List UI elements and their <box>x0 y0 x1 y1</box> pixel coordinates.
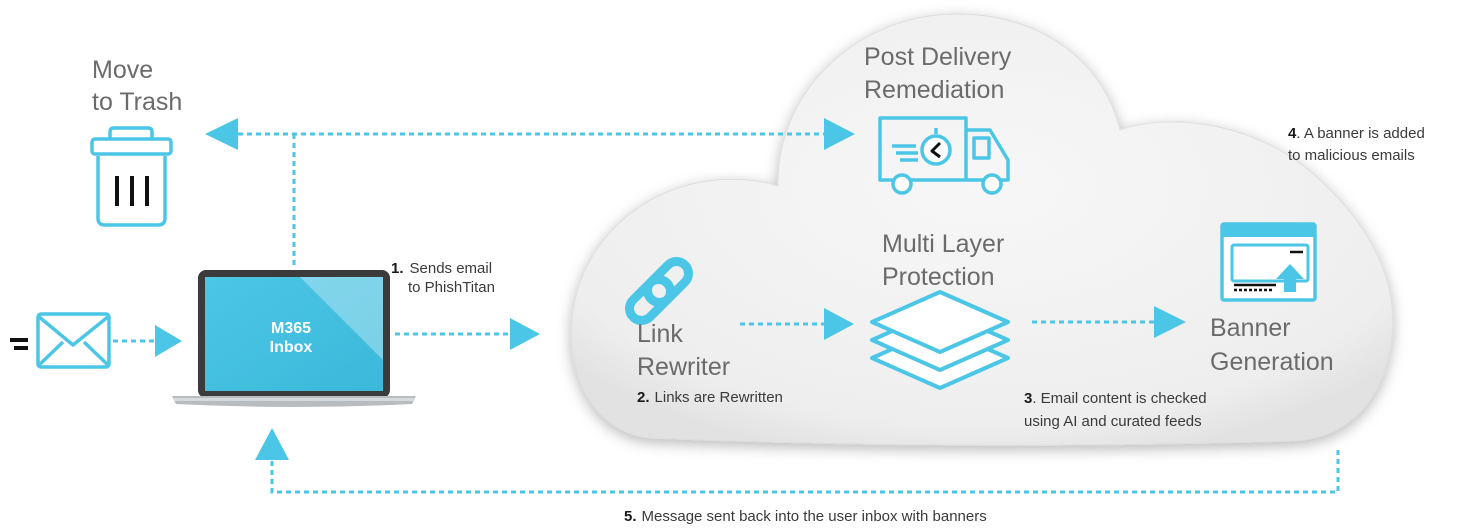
step-4-number: 4 <box>1288 125 1297 142</box>
svg-text:2.Links are Rewritten: 2. Links are Rewritten <box>637 389 783 406</box>
link-label-line1: Link <box>637 320 683 348</box>
pdr-label-line2: Remediation <box>864 76 1004 104</box>
step-1-line1: Sends email <box>410 260 493 277</box>
arrow-right-laptop <box>155 325 182 357</box>
svg-text:3. Email content is checked: 3. Email content is checked <box>1024 390 1207 407</box>
step-3-line1: . Email content is checked <box>1032 390 1206 407</box>
laptop-label-line2: Inbox <box>270 339 313 356</box>
pdr-label-line1: Post Delivery <box>864 43 1012 71</box>
trash-label-line1: Move <box>92 56 153 84</box>
step-2-number: 2. <box>637 389 650 406</box>
svg-text:4. A banner is added: 4. A banner is added <box>1288 125 1425 142</box>
svg-text:1.Sends email: 1. Sends email <box>391 260 492 277</box>
trash-label-line2: to Trash <box>92 88 182 116</box>
mlp-label-line1: Multi Layer <box>882 230 1004 258</box>
arrowheads <box>155 118 1186 460</box>
step-3-caption: 3. Email content is checked using AI and… <box>1024 390 1207 430</box>
arrow-up-laptop <box>255 428 289 460</box>
step-1-number: 1. <box>391 260 404 277</box>
banner-label-line1: Banner <box>1210 314 1291 342</box>
step-1-caption: 1. Sends email to PhishTitan <box>391 260 495 296</box>
return-connector <box>270 450 1340 494</box>
arrow-left-trash <box>205 118 238 150</box>
envelope-icon <box>10 312 111 369</box>
chain-link-icon <box>625 257 693 325</box>
step-3-line2: using AI and curated feeds <box>1024 413 1202 430</box>
cloud-shape <box>570 13 1394 446</box>
step-5-number: 5. <box>624 508 637 525</box>
step-4-caption: 4. A banner is added to malicious emails <box>1288 125 1425 164</box>
step-4-line1: . A banner is added <box>1296 125 1424 142</box>
laptop-icon: M365 Inbox <box>172 270 416 407</box>
arrow-right-layers <box>824 308 854 340</box>
laptop-label-line1: M365 <box>271 320 311 337</box>
connectors <box>113 132 1340 494</box>
step-5-caption: 5. Message sent back into the user inbox … <box>624 508 987 525</box>
step-2-text: Links are Rewritten <box>655 389 783 406</box>
delivery-truck-icon <box>878 116 1010 195</box>
link-label-line2: Rewriter <box>637 353 730 381</box>
layers-icon <box>870 290 1010 390</box>
step-1-line2: to PhishTitan <box>408 279 495 296</box>
arrow-right-banner <box>1154 306 1186 338</box>
step-2-caption: 2. Links are Rewritten <box>637 389 783 406</box>
svg-text:5.Message sent back into the u: 5. Message sent back into the user inbox … <box>624 508 987 525</box>
trash-icon <box>90 126 173 227</box>
arrow-right-cloud <box>510 318 540 350</box>
browser-banner-icon <box>1220 222 1317 302</box>
banner-label-line2: Generation <box>1210 348 1334 376</box>
step-5-text: Message sent back into the user inbox wi… <box>642 508 987 525</box>
step-3-number: 3 <box>1024 390 1032 407</box>
mlp-label-line2: Protection <box>882 263 995 291</box>
arrow-right-pdr <box>824 118 855 150</box>
step-4-line2: to malicious emails <box>1288 147 1415 164</box>
